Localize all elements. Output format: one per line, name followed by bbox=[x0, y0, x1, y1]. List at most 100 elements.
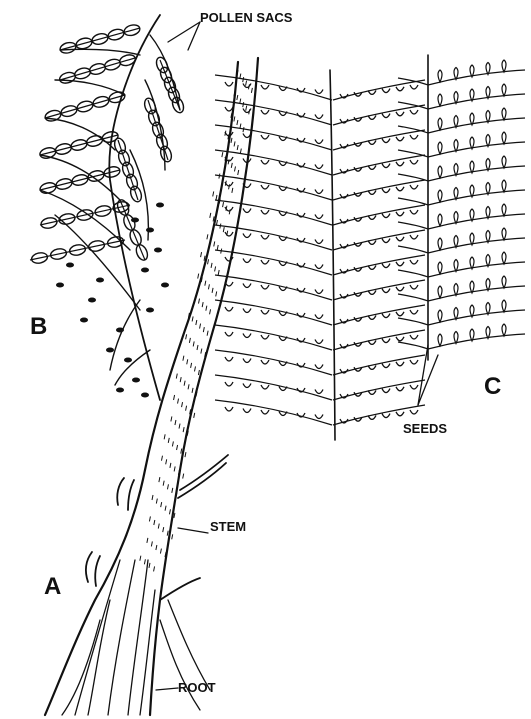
leaflet bbox=[56, 283, 64, 288]
pinna bbox=[215, 200, 332, 225]
stipple-dash bbox=[186, 334, 187, 339]
leaflet-hook bbox=[315, 415, 323, 419]
pinna bbox=[428, 310, 525, 325]
seed bbox=[438, 94, 442, 106]
leaflet-hook bbox=[261, 135, 269, 139]
stipple-dash bbox=[197, 345, 198, 350]
leaflet-hook bbox=[396, 387, 404, 391]
leaflet-hook bbox=[410, 85, 418, 89]
pinna bbox=[398, 294, 428, 301]
stipple-dash bbox=[154, 566, 155, 571]
stipple-dash bbox=[243, 127, 244, 132]
leaflet-hook bbox=[396, 312, 404, 316]
stipple-dash bbox=[183, 356, 184, 361]
leaflet-hook bbox=[315, 90, 323, 94]
sac-stalk bbox=[60, 28, 140, 50]
leaflet-hook bbox=[382, 314, 390, 318]
pinna bbox=[215, 150, 332, 175]
pinna bbox=[398, 222, 428, 229]
pinna bbox=[428, 238, 525, 253]
stipple-dash bbox=[154, 520, 155, 525]
stipple-dash bbox=[238, 170, 239, 175]
seed bbox=[438, 334, 442, 346]
stipple-dash bbox=[246, 81, 247, 86]
stipple-dash bbox=[167, 531, 168, 536]
stipple-dash bbox=[176, 374, 177, 379]
stipple-dash bbox=[163, 527, 164, 532]
stipple-dash bbox=[192, 316, 193, 321]
pinna bbox=[398, 270, 428, 277]
pinna bbox=[215, 125, 332, 150]
stipple-dash bbox=[216, 291, 217, 296]
stipple-dash bbox=[232, 188, 233, 193]
stipple-dash bbox=[182, 402, 183, 407]
seed bbox=[454, 116, 458, 128]
stipple-dash bbox=[207, 331, 208, 336]
leaflet-hook bbox=[410, 360, 418, 364]
leaflet-hook bbox=[315, 240, 323, 244]
leaflet bbox=[141, 393, 149, 398]
stipple-dash bbox=[172, 534, 173, 539]
leaflet-hook bbox=[225, 82, 233, 86]
seed bbox=[454, 164, 458, 176]
seed bbox=[502, 180, 506, 192]
pinna bbox=[215, 75, 332, 100]
leaflet-hook bbox=[243, 334, 251, 338]
pinna bbox=[428, 262, 525, 277]
leaflet-hook bbox=[410, 210, 418, 214]
stipple-dash bbox=[217, 245, 218, 250]
pinna bbox=[215, 350, 332, 375]
seed bbox=[502, 324, 506, 336]
stipple-dash bbox=[169, 509, 170, 514]
leaflet-hook bbox=[410, 185, 418, 189]
leaflet bbox=[156, 203, 164, 208]
leaflet-hook bbox=[261, 85, 269, 89]
stipple-dash bbox=[189, 338, 190, 343]
stipple-dash bbox=[183, 427, 184, 432]
leaflet-hook bbox=[382, 214, 390, 218]
leaflet-hook bbox=[261, 260, 269, 264]
leaflet-hook bbox=[243, 84, 251, 88]
stipple-dash bbox=[177, 445, 178, 450]
stipple-dash bbox=[181, 449, 182, 454]
stipple-dash bbox=[201, 252, 202, 257]
leaflet bbox=[66, 263, 74, 268]
seed bbox=[454, 212, 458, 224]
leaflet-hook bbox=[261, 385, 269, 389]
stipple-dash bbox=[215, 266, 216, 271]
letter-a-label: A bbox=[44, 573, 61, 600]
seed bbox=[454, 332, 458, 344]
pinna bbox=[398, 198, 428, 205]
stipple-dash bbox=[159, 477, 160, 482]
stipple-dash bbox=[222, 152, 223, 157]
leaflet-hook bbox=[382, 114, 390, 118]
leaflet-hook bbox=[396, 237, 404, 241]
stipple-dash bbox=[218, 270, 219, 275]
leaflet bbox=[141, 268, 149, 273]
leaflet-hook bbox=[225, 107, 233, 111]
frond-c-seeds bbox=[215, 55, 525, 440]
root-label: ROOT bbox=[178, 680, 216, 695]
stipple-dash bbox=[186, 406, 187, 411]
stipple-dash bbox=[208, 284, 209, 289]
leaflet-hook bbox=[382, 164, 390, 168]
seed bbox=[502, 108, 506, 120]
stipple-dash bbox=[174, 395, 175, 400]
leaflet-hook bbox=[243, 109, 251, 113]
stipple-dash bbox=[196, 320, 197, 325]
pinna bbox=[398, 318, 428, 325]
sac-stalk bbox=[30, 240, 125, 260]
leaflet bbox=[131, 218, 139, 223]
pinna bbox=[215, 375, 332, 400]
leaflet-hook bbox=[382, 89, 390, 93]
stipple-dash bbox=[216, 220, 217, 225]
stipple-dash bbox=[171, 416, 172, 421]
seed bbox=[502, 228, 506, 240]
pinna bbox=[428, 286, 525, 301]
leaflet-hook bbox=[243, 209, 251, 213]
stipple-dash bbox=[140, 556, 141, 561]
stipple-dash bbox=[194, 413, 195, 418]
leaflet-hook bbox=[410, 385, 418, 389]
leaflet-hook bbox=[243, 309, 251, 313]
leaflet-hook bbox=[261, 335, 269, 339]
